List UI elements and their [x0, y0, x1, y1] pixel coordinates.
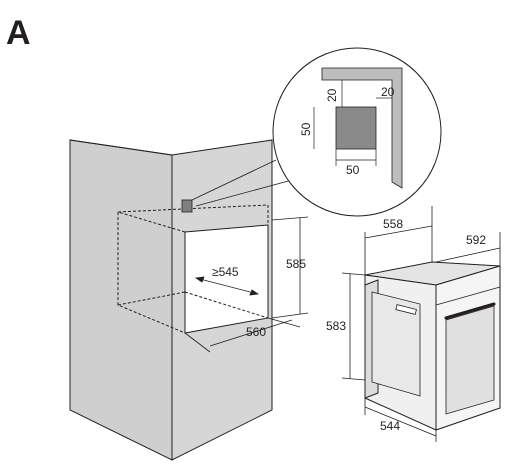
- vent-detail: 20 20 50 50: [191, 47, 442, 217]
- oven-side-slot: [395, 304, 417, 315]
- figure-letter: A: [6, 14, 31, 52]
- dim-oven-height: [341, 272, 366, 381]
- dim-cabinet-depth: [194, 276, 260, 296]
- dim-cabinet-width-label: 560: [246, 325, 266, 339]
- detail-vent-square: [335, 106, 377, 150]
- dim-cabinet-width: [184, 317, 301, 353]
- oven-door-window: [445, 305, 495, 415]
- dim-oven-width-label: 592: [466, 233, 486, 247]
- cabinet: [69, 139, 273, 461]
- dim-oven-height-label: 583: [326, 319, 346, 333]
- dim-oven-front-depth: [364, 398, 437, 442]
- dim-oven-depth-label: 558: [383, 217, 403, 231]
- dim-cabinet-depth-label: ≥545: [212, 265, 239, 279]
- cabinet-left-panel: [69, 139, 173, 461]
- oven-handle: [444, 302, 496, 320]
- detail-corner-panel: [321, 67, 403, 189]
- detail-vent-width-label: 50: [346, 163, 360, 177]
- dim-cabinet-height-label: 585: [286, 257, 306, 271]
- dim-oven-front-depth-label: 544: [380, 419, 400, 433]
- oven: [364, 261, 501, 431]
- dim-cabinet-height: [271, 216, 309, 319]
- cabinet-front-panel: [171, 139, 273, 461]
- dim-oven-depth: [364, 206, 433, 275]
- cabinet-inner-outline: [117, 204, 269, 334]
- cabinet-vent: [181, 199, 193, 213]
- oven-side-box: [371, 291, 421, 397]
- detail-side-gap-label: 20: [381, 85, 395, 99]
- dim-oven-width: [435, 232, 501, 266]
- detail-top-gap-label: 20: [325, 88, 339, 102]
- detail-vent-height-label: 50: [299, 122, 313, 136]
